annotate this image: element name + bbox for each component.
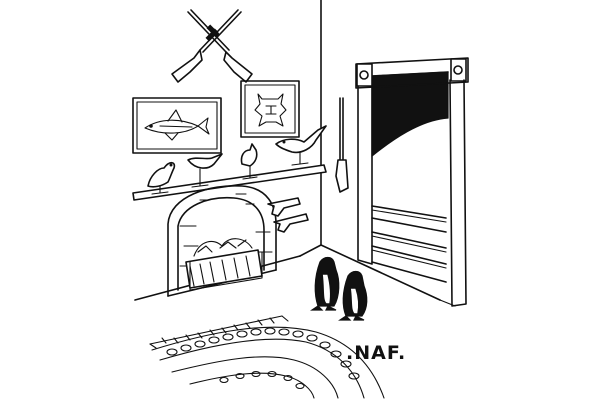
fire-grate-with-logs [185,238,263,291]
artist-signature: .NAF. [346,342,407,364]
rug-border-ovals [166,327,360,390]
patterned-rug [149,315,385,399]
framed-fish-picture [132,97,222,154]
stuffed-bird-4 [275,125,327,166]
mantel-shelf [132,164,327,201]
penguin-tall [310,256,340,311]
penguin-short [338,270,368,321]
stuffed-bird-3 [240,143,258,180]
framed-hide-picture [240,80,300,138]
stuffed-bird-1 [147,161,176,195]
stuffed-bird-2 [187,153,223,188]
doorway [355,57,469,307]
wall-rifle [335,97,349,193]
crossed-rifles [171,9,253,83]
wall-pistols [267,197,309,233]
